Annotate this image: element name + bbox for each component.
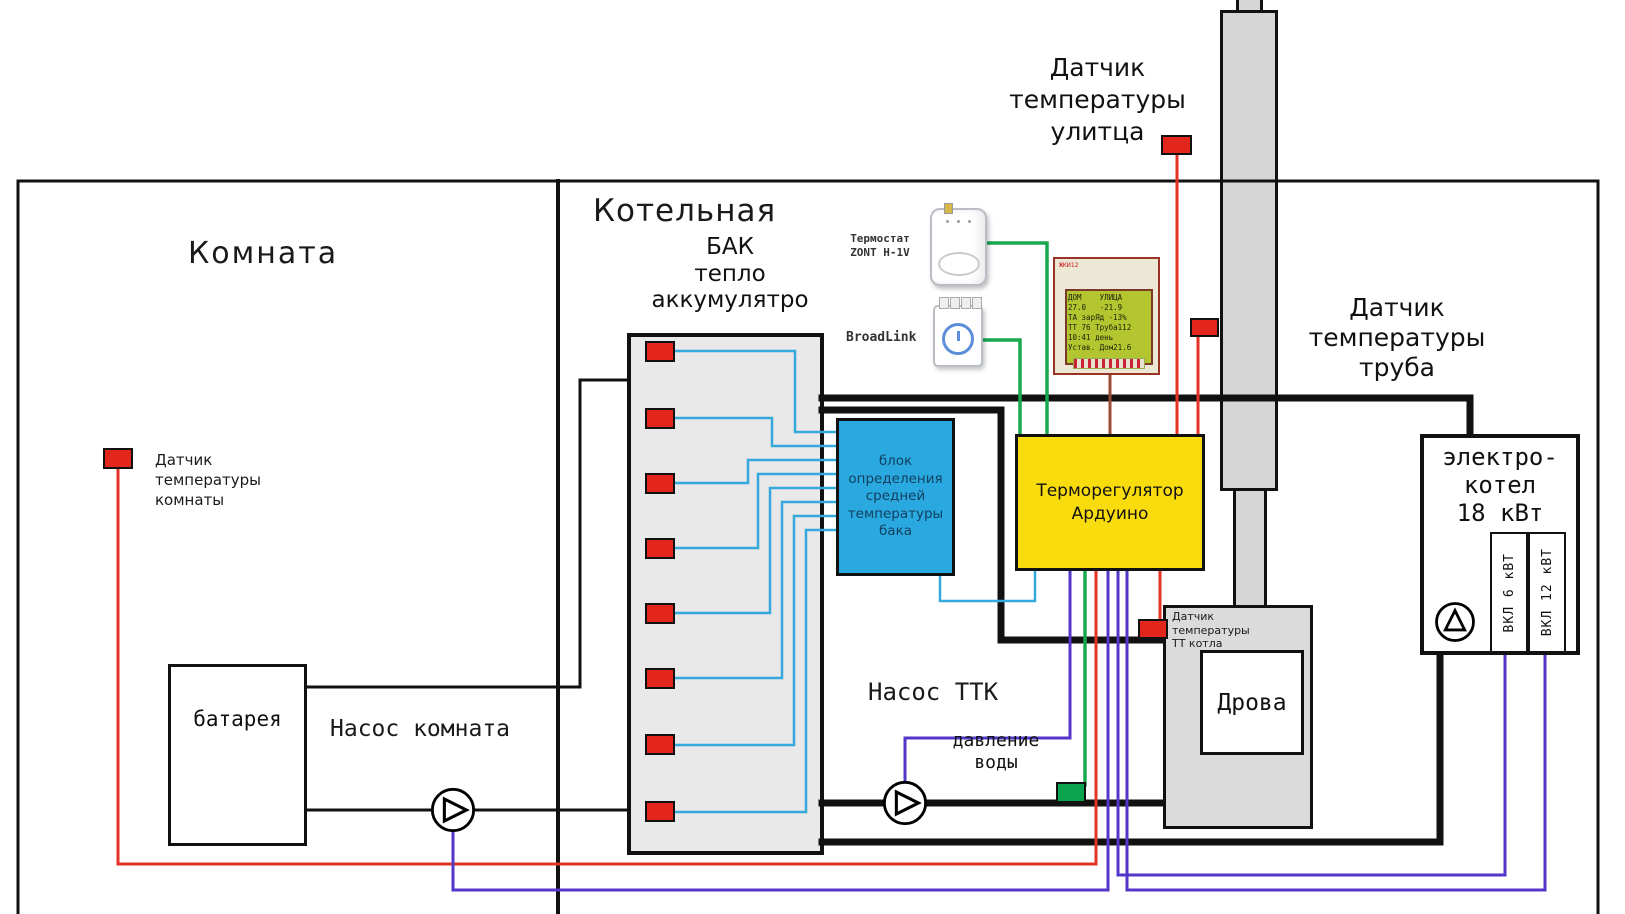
chimney	[1220, 10, 1278, 491]
arduino-thermoregulator: Терморегулятор Ардуино	[1015, 434, 1205, 571]
pipe-tank-to-electric-boiler	[818, 394, 1474, 442]
wire-avgblock-to-arduino	[938, 569, 1037, 603]
water-pressure-label: давление воды	[952, 730, 1040, 773]
zont-buttons	[937, 252, 980, 276]
switch-6kw-label: ВКЛ 6 кВТ	[1501, 552, 1517, 633]
purple-wires	[451, 566, 1547, 892]
arduino-label-line1: Терморегулятор	[1036, 480, 1184, 501]
battery-radiator: батарея	[168, 664, 307, 846]
tank-sensor-7	[645, 734, 675, 755]
switch-12kw-label: ВКЛ 12 кВТ	[1539, 548, 1555, 637]
wire-arduino-to-switch12	[1125, 566, 1547, 892]
wire-arduino-to-room-pump	[451, 566, 1110, 892]
room-pump	[429, 786, 477, 834]
pin	[950, 297, 960, 309]
tank-label: БАК тепло аккумулятро	[651, 234, 809, 313]
wire-arduino-to-ttk-pump	[903, 566, 1072, 784]
firewood-box: Дрова	[1200, 650, 1304, 755]
electric-boiler-pump	[1433, 600, 1477, 644]
tt-sensor-label: Датчик температуры ТТ котла	[1172, 610, 1250, 650]
pipe-temperature-sensor	[1190, 318, 1219, 337]
ttk-pump-label: Насос ТТК	[868, 678, 999, 706]
tt-boiler-temperature-sensor	[1138, 619, 1168, 639]
avg-block-label: блок определения средней температуры бак…	[847, 453, 944, 540]
ttk-pump	[881, 779, 929, 827]
room-temperature-sensor	[103, 448, 133, 469]
zont-label: Термостат ZONT H-1V	[850, 232, 910, 259]
tank-sensor-4	[645, 538, 675, 559]
pump-icon-right	[882, 780, 928, 826]
wire-room-sensor	[116, 465, 1098, 866]
tank-sensor-3	[645, 473, 675, 494]
wire-broadlink-to-arduino	[964, 338, 1022, 438]
electric-boiler-label: электро- котел 18 кВт	[1442, 443, 1558, 527]
tank-sensor-1	[645, 341, 675, 362]
pin	[961, 297, 971, 309]
pump-icon-right	[430, 787, 476, 833]
street-sensor-label: Датчик температуры улитца	[1009, 53, 1186, 146]
pipe-electric-boiler-return	[818, 648, 1444, 846]
switch-12kw: ВКЛ 12 кВТ	[1528, 532, 1566, 653]
pipe-room-supply	[305, 378, 629, 689]
chimney-duct	[1233, 488, 1267, 610]
antenna	[944, 203, 953, 214]
led-indicators	[946, 220, 976, 223]
wire-zont-to-arduino	[983, 241, 1049, 438]
tank-sensor-2	[645, 408, 675, 429]
avg-temperature-block: блок определения средней температуры бак…	[836, 418, 955, 576]
power-icon	[942, 322, 974, 355]
arduino-label-line2: Ардуино	[1071, 503, 1149, 524]
boiler-room-title: Котельная	[593, 193, 777, 229]
room-pump-label: Насос комната	[330, 716, 511, 742]
pin	[972, 297, 982, 309]
lcd-screen: ДОМ УЛИЦА 27.0 -21.9 ТА зарЯд -13% ТТ 76…	[1065, 289, 1153, 365]
tank-sensor-6	[645, 668, 675, 689]
pipe-sensor-label: Датчик температуры труба	[1308, 293, 1486, 382]
tank-sensor-8	[645, 801, 675, 822]
room-title: Комната	[188, 236, 339, 271]
broadlink-device	[933, 297, 983, 367]
tank-sensor-5	[645, 603, 675, 624]
lcd-brand: ЖКИ12	[1059, 261, 1079, 269]
red-wires	[116, 152, 1200, 866]
room-sensor-label: Датчик температуры комнаты	[155, 451, 262, 509]
building-outline	[16, 179, 1600, 914]
broadlink-label: BroadLink	[846, 330, 917, 345]
battery-label: батарея	[193, 707, 282, 731]
firewood-label: Дрова	[1217, 689, 1287, 716]
street-temperature-sensor	[1161, 135, 1192, 155]
tank-sensor-wires	[671, 349, 1037, 814]
water-pressure-sensor	[1056, 782, 1086, 803]
switch-6kw: ВКЛ 6 кВТ	[1490, 532, 1528, 653]
zont-thermostat-device	[930, 203, 987, 286]
pump-icon-up	[1435, 602, 1475, 642]
lcd-display-module: ЖКИ12 ДОМ УЛИЦА 27.0 -21.9 ТА зарЯд -13%…	[1053, 257, 1160, 375]
green-wires	[964, 241, 1087, 787]
wire-arduino-to-switch6	[1116, 566, 1507, 877]
lcd-connector	[1073, 358, 1145, 369]
pin	[939, 297, 949, 309]
